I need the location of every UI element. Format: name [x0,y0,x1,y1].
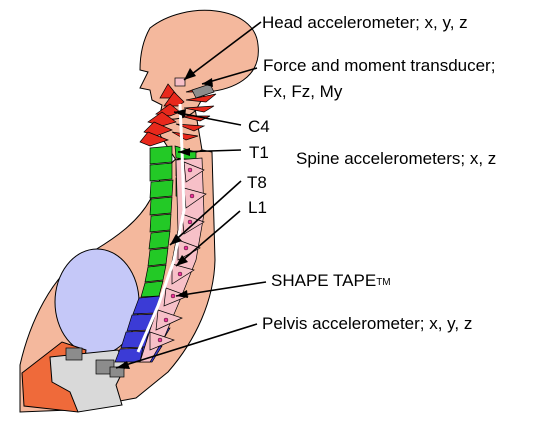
head-shape [140,10,258,119]
force-transducer-label-1: Force and moment transducer; [263,56,495,75]
shape-tape-text: SHAPE TAPE [271,271,376,290]
c4-label: C4 [248,117,270,136]
l1-label: L1 [248,198,267,217]
head-accelerometer-label: Head accelerometer; x, y, z [262,13,468,32]
t1-label: T1 [249,143,269,162]
trademark-symbol: TM [376,277,390,288]
force-transducer-label-2: Fx, Fz, My [263,82,343,101]
t8-label: T8 [247,173,267,192]
pelvis-accelerometer-label: Pelvis accelerometer; x, y, z [262,314,472,333]
shape-tape-label: SHAPE TAPETM [271,271,391,290]
head-accelerometer-box [175,78,185,86]
spine-accelerometers-label: Spine accelerometers; x, z [296,149,496,168]
